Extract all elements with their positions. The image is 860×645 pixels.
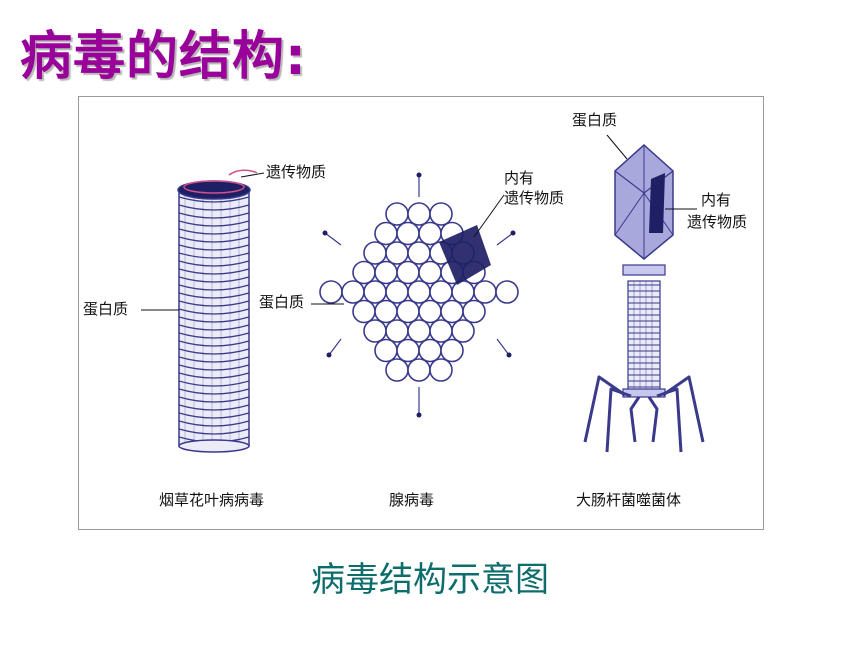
- phage-nucleic-label-2: 遗传物质: [687, 213, 748, 231]
- tmv-name-label: 烟草花叶病病毒: [159, 491, 265, 509]
- adeno-nucleic-label-2: 遗传物质: [504, 189, 565, 207]
- adenovirus-illustration: [311, 172, 519, 418]
- phage-protein-label: 蛋白质: [572, 111, 618, 129]
- adeno-name-label: 腺病毒: [389, 491, 435, 509]
- phage-nucleic-label-1: 内有: [701, 191, 732, 209]
- tmv-virus-illustration: [141, 169, 265, 453]
- virus-structure-figure: 遗传物质 蛋白质 烟草花叶病病毒 内有 遗传物质 蛋白质 腺病毒 蛋白质 内有 …: [78, 96, 764, 530]
- adeno-nucleic-label-1: 内有: [504, 169, 535, 187]
- bacteriophage-illustration: [583, 134, 705, 453]
- virus-structure-drawing: [141, 134, 705, 453]
- tmv-protein-label: 蛋白质: [83, 300, 129, 318]
- adeno-protein-label: 蛋白质: [259, 293, 305, 311]
- tmv-nucleic-pointer: [240, 172, 265, 178]
- phage-protein-pointer: [606, 134, 628, 160]
- figure-caption: 病毒结构示意图: [311, 560, 549, 600]
- adeno-nucleic-pointer: [473, 194, 505, 238]
- tmv-nucleic-label: 遗传物质: [266, 163, 327, 181]
- phage-name-label: 大肠杆菌噬菌体: [576, 491, 682, 509]
- slide-title: 病毒的结构:: [20, 27, 307, 87]
